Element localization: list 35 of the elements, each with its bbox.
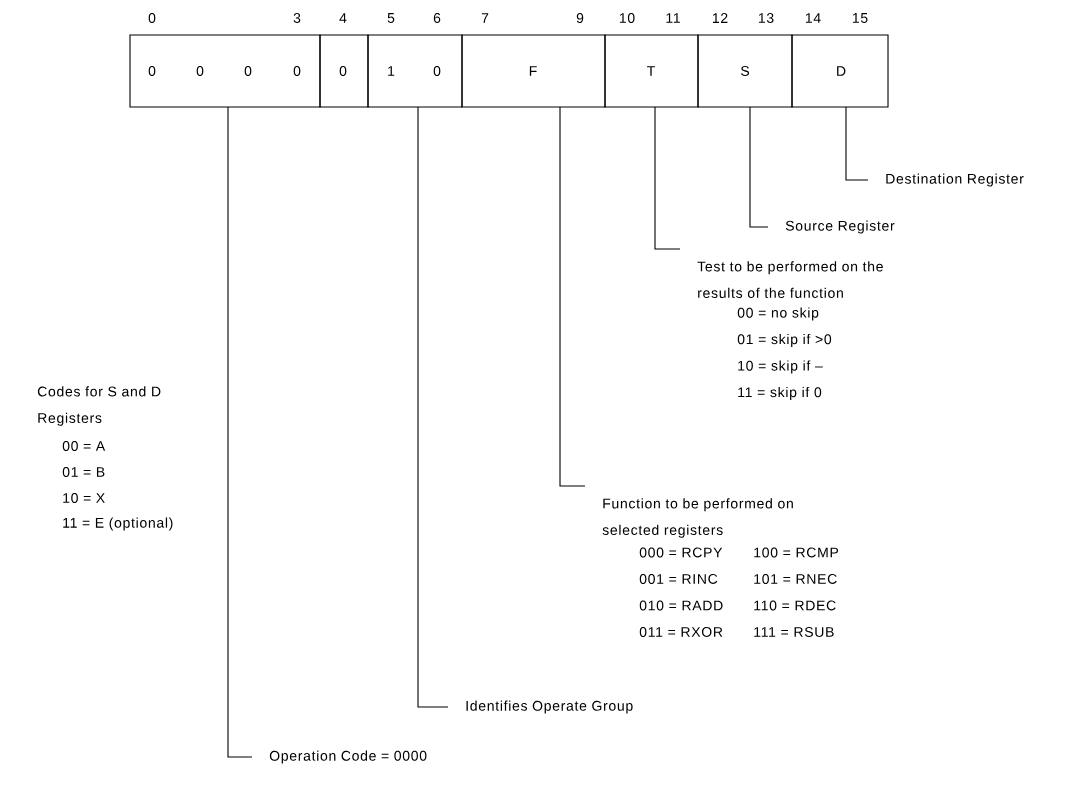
code-description: Function to be performed on selected registers 000 = RCPY 100 = RCMP 001 = RINC 101 = RNEC 010 = RADD 110 = RDEC 011 = RXOR 111 = RSUB (602, 498, 839, 637)
bit-number: 3 (293, 13, 301, 23)
field-description: Identifies Operate Group (466, 700, 633, 714)
bit-number: 12 (712, 13, 728, 23)
field-description: Operation Code = 0000 (269, 750, 427, 764)
bit-number: 4 (339, 13, 347, 23)
bit-number: 6 (433, 13, 441, 23)
bit-number: 13 (758, 13, 774, 23)
field-box: T (604, 34, 699, 108)
register-code: 11 = E (optional) (63, 517, 173, 531)
field-description: Destination Register (886, 173, 1024, 187)
code-description: Test to be performed on the results of the function 00 = no skip 01 = skip if >0 10 = skip if – 11 = skip if 0 (697, 261, 883, 400)
field-box: S (697, 34, 793, 108)
field-box: 1 0 (367, 34, 463, 108)
bit-number: 9 (576, 13, 584, 23)
register-code: 00 = A (62, 441, 106, 451)
field-box: D (791, 34, 889, 108)
field-box: 0 0 0 0 (129, 34, 321, 108)
register-code: 10 = X (63, 493, 105, 503)
field-description: Source Register (785, 220, 895, 234)
bit-number: 10 (619, 13, 635, 23)
leader-line (749, 106, 769, 228)
leader-line (417, 106, 449, 708)
leader-line (654, 106, 681, 250)
field-box: 0 (319, 34, 369, 108)
bit-number: 5 (387, 13, 395, 23)
note-heading: Codes for S and D Registers (37, 386, 161, 426)
bit-number: 7 (481, 13, 489, 23)
field-box: F (461, 34, 606, 108)
leader-line (227, 106, 253, 758)
leader-line (559, 106, 586, 487)
bit-number: 11 (666, 13, 680, 23)
register-code: 01 = B (62, 467, 105, 477)
bit-number: 14 (805, 13, 821, 23)
leader-line (845, 106, 869, 181)
